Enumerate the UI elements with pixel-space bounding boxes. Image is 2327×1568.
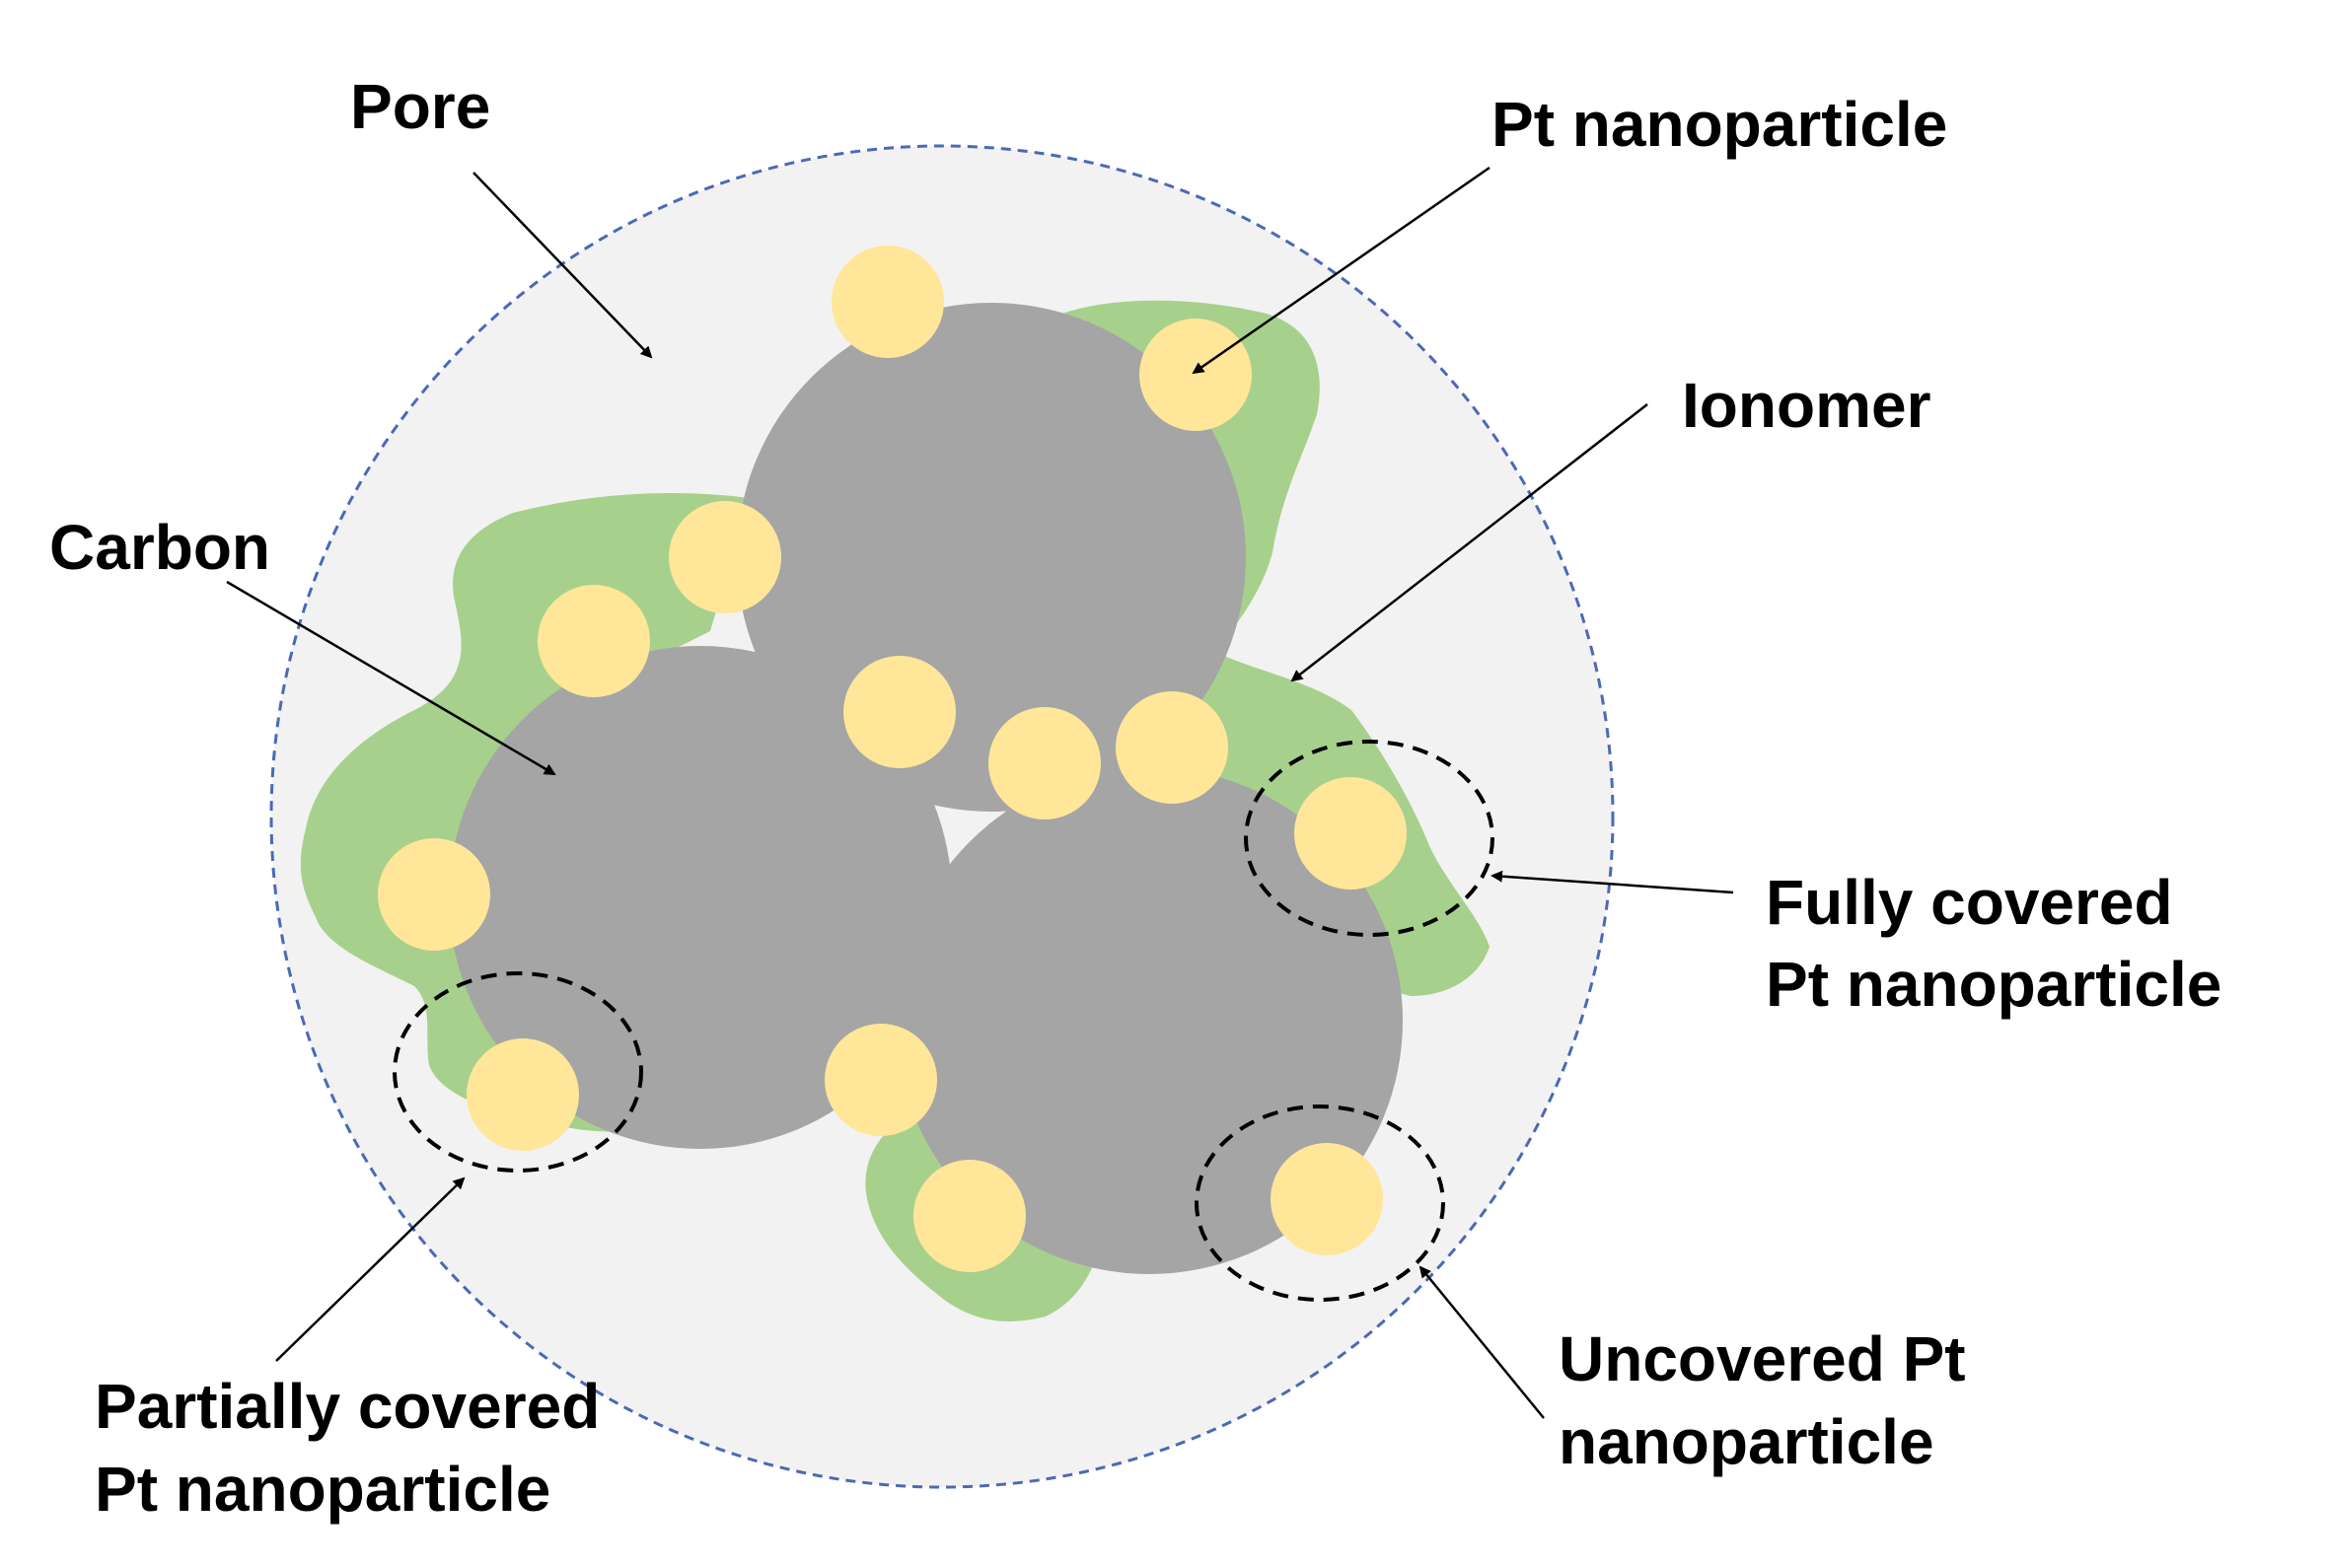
pt-nanoparticle: [669, 501, 781, 613]
partially-covered-highlight: [393, 971, 643, 1173]
uncovered-label-line-2: nanoparticle: [1559, 1406, 1934, 1477]
carbon-label: Carbon: [49, 512, 270, 583]
fully-covered-label: Fully covered Pt nanoparticle: [1766, 867, 2221, 1020]
carbon-leader-arrow: [226, 580, 556, 776]
pt-nanoparticle: [825, 1024, 937, 1136]
pt-nanoparticle: [1116, 691, 1228, 804]
fully-covered-label-line-1: Fully covered: [1766, 867, 2173, 938]
fully-covered-label-line-2: Pt nanoparticle: [1766, 949, 2221, 1020]
uncovered-highlight: [1195, 1105, 1445, 1302]
pt-nanoparticle: [913, 1160, 1026, 1272]
fully-covered-highlight: [1244, 740, 1494, 937]
ionomer-leader-arrow: [1290, 403, 1648, 682]
fully-covered-leader-arrow: [1491, 870, 1734, 894]
uncovered-label: Uncovered Pt nanoparticle: [1559, 1323, 1983, 1477]
pt-nanoparticle-label: Pt nanoparticle: [1491, 89, 1947, 160]
pt-nanoparticle: [1139, 319, 1252, 431]
carbon-sphere-left: [449, 646, 952, 1149]
partially-covered-label: Partially covered Pt nanoparticle: [95, 1371, 618, 1525]
pore-leader-arrow: [473, 172, 653, 359]
pt-nanoparticle: [1271, 1143, 1383, 1255]
pt-nanoparticle: [843, 656, 956, 768]
pt-nanoparticle: [538, 585, 650, 697]
carbon-sphere-right: [896, 767, 1403, 1274]
partially-covered-leader-arrow: [275, 1176, 466, 1362]
partially-covered-label-line-1: Partially covered: [95, 1371, 600, 1442]
pt-nanoparticle-leader-arrow: [1192, 166, 1491, 375]
uncovered-label-line-1: Uncovered Pt: [1559, 1323, 1966, 1394]
partially-covered-label-line-2: Pt nanoparticle: [95, 1454, 550, 1525]
uncovered-leader-arrow: [1418, 1265, 1545, 1419]
pt-nanoparticle: [378, 838, 490, 951]
pore-label: Pore: [350, 71, 490, 142]
pt-nanoparticle: [988, 707, 1101, 820]
pt-nanoparticle: [467, 1038, 579, 1151]
pt-nanoparticles: [378, 246, 1407, 1272]
pt-nanoparticle: [832, 246, 944, 358]
pt-nanoparticle: [1294, 777, 1407, 890]
ionomer-label: Ionomer: [1682, 370, 1930, 441]
